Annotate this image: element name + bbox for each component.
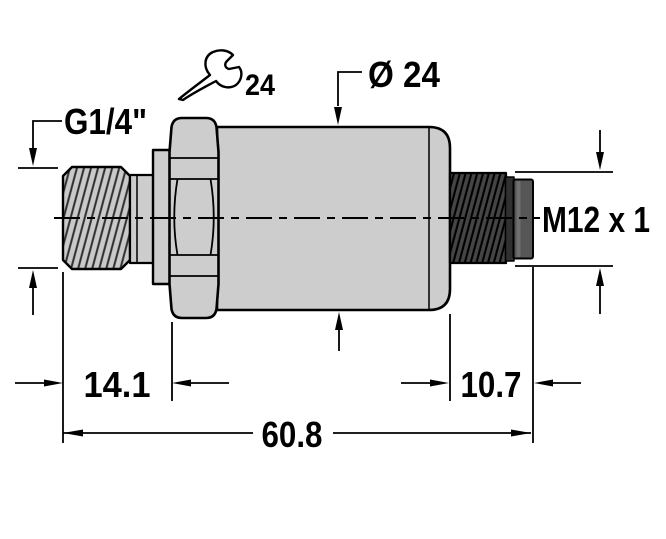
- dia-leader-line: [337, 71, 362, 106]
- dim141-arrow-right: [172, 379, 191, 387]
- dim608-arrow-right: [511, 429, 531, 437]
- connector-thread-label: M12 x 1: [542, 199, 650, 240]
- m12-arrow-down: [596, 152, 604, 170]
- wrench-icon: [177, 49, 243, 102]
- m12-tip-highlight: [516, 181, 521, 257]
- wrench-size-label: 24: [245, 69, 275, 102]
- g14-arrow-up: [29, 270, 37, 288]
- thread-length-value: 14.1: [84, 364, 151, 405]
- dim-connector-thread: M12 x 1: [515, 130, 650, 314]
- body-diameter-label: Ø 24: [368, 54, 440, 95]
- dia-arrow-down: [334, 107, 342, 125]
- dim-process-thread: G1/4": [18, 101, 147, 315]
- g14-arrow-down: [29, 148, 37, 166]
- process-thread: [61, 165, 132, 271]
- dim-overall-length: 60.8: [63, 414, 531, 455]
- dim-thread-length: 14.1: [15, 364, 229, 405]
- dim-connector-length: 10.7: [401, 364, 581, 405]
- g14-leader-line: [32, 120, 62, 149]
- process-thread-label: G1/4": [64, 101, 147, 142]
- extension-lines: [62, 267, 534, 443]
- dim141-arrow-left: [44, 379, 63, 387]
- dim608-arrow-left: [63, 429, 83, 437]
- m12-arrow-up: [596, 268, 604, 286]
- overall-length-value: 60.8: [262, 414, 323, 455]
- dim-body-diameter: Ø 24: [334, 54, 440, 351]
- connector-length-value: 10.7: [461, 364, 522, 405]
- hex-nut-shape: [168, 116, 220, 320]
- wrench-annotation: 24: [177, 49, 275, 102]
- dia-arrow-up: [335, 312, 343, 330]
- dim107-arrow-right: [534, 379, 553, 387]
- dim107-arrow-left: [430, 379, 449, 387]
- process-thread-shape: [61, 165, 132, 271]
